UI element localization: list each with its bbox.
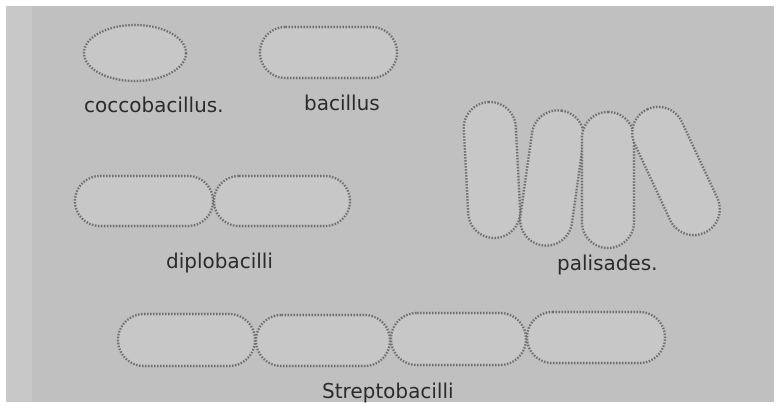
bacillus-cell <box>260 27 397 78</box>
coccobacillus-label: coccobacillus. <box>84 93 224 117</box>
streptobacilli-cell-1 <box>118 314 255 366</box>
bacillus-label: bacillus <box>304 91 380 115</box>
streptobacilli-cell-3 <box>391 313 526 365</box>
palisade-cell-1 <box>462 101 521 240</box>
palisade-cell-3 <box>582 112 634 248</box>
diplobacilli-label: diplobacilli <box>166 249 273 273</box>
streptobacilli-cell-4 <box>527 312 665 363</box>
streptobacilli-cell-2 <box>256 315 390 366</box>
streptobacilli-label: Streptobacilli <box>322 379 454 403</box>
palisades-label: palisades. <box>557 251 658 275</box>
diplobacilli-cell-2 <box>214 176 350 226</box>
left-edge-strip <box>6 6 32 402</box>
diplobacilli-cell-1 <box>75 176 213 226</box>
coccobacillus-cell <box>84 25 186 81</box>
